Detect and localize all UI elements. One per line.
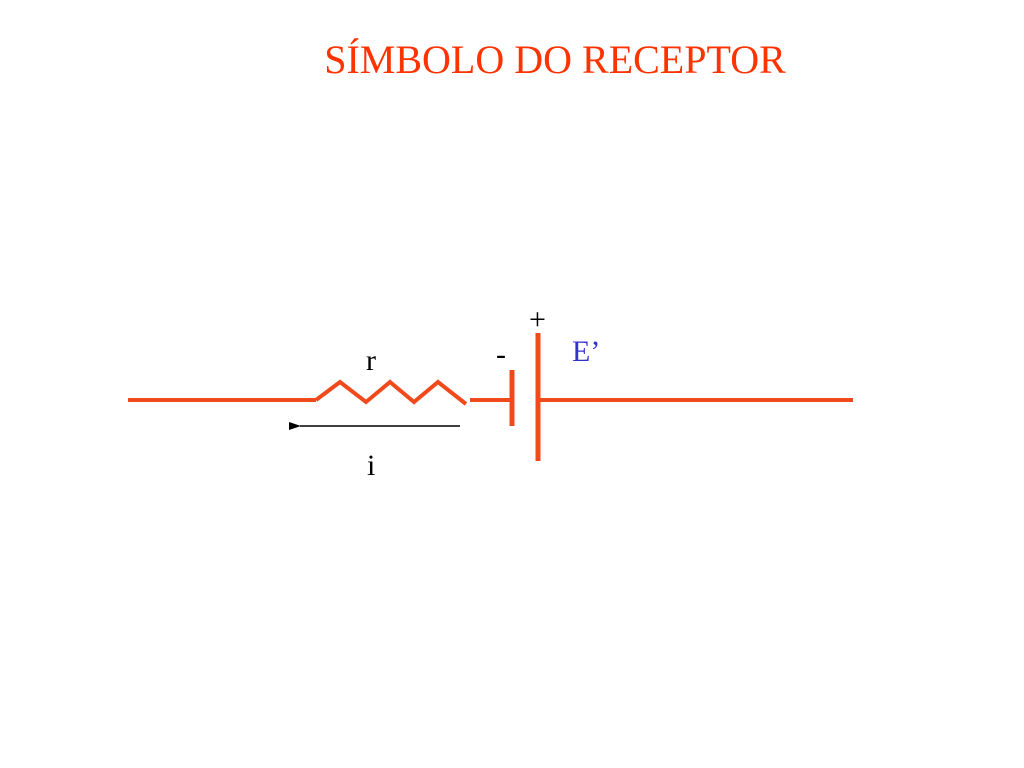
resistance-label: r	[366, 344, 376, 377]
positive-terminal-label: +	[529, 303, 546, 336]
slide-title: SÍMBOLO DO RECEPTOR	[324, 37, 786, 82]
emf-label: E’	[572, 335, 601, 368]
current-label: i	[367, 449, 376, 482]
resistor-zigzag	[314, 379, 468, 406]
negative-terminal-label: -	[496, 338, 506, 371]
